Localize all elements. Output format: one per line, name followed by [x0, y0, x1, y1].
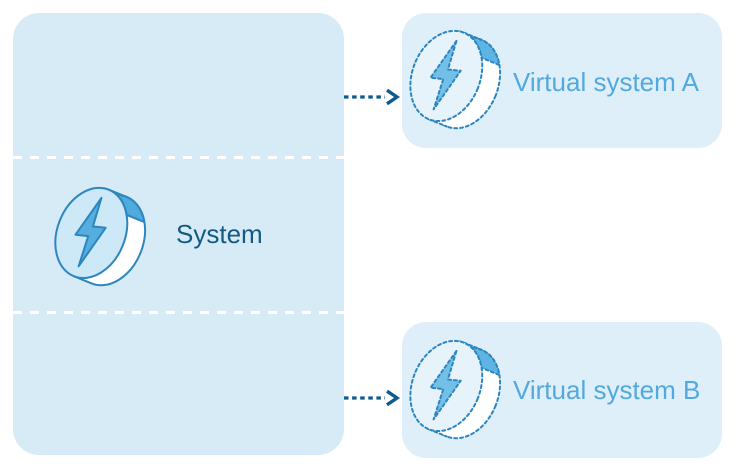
virtual-system-a-box: Virtual system A: [402, 13, 722, 148]
partition-divider: [13, 311, 344, 314]
system-label: System: [176, 219, 263, 249]
virtual-system-a-label: Virtual system A: [513, 67, 699, 97]
partition-divider: [13, 156, 344, 159]
dashed-arrow-right-icon: [343, 88, 401, 106]
energy-disc-icon: [52, 180, 149, 293]
dashed-energy-disc-icon: [407, 23, 504, 136]
system-box: System: [13, 13, 344, 455]
dashed-energy-disc-icon: [407, 333, 504, 446]
virtual-system-b-label: Virtual system B: [513, 375, 701, 405]
virtual-system-b-box: Virtual system B: [402, 322, 722, 458]
dashed-arrow-right-icon: [343, 389, 401, 407]
